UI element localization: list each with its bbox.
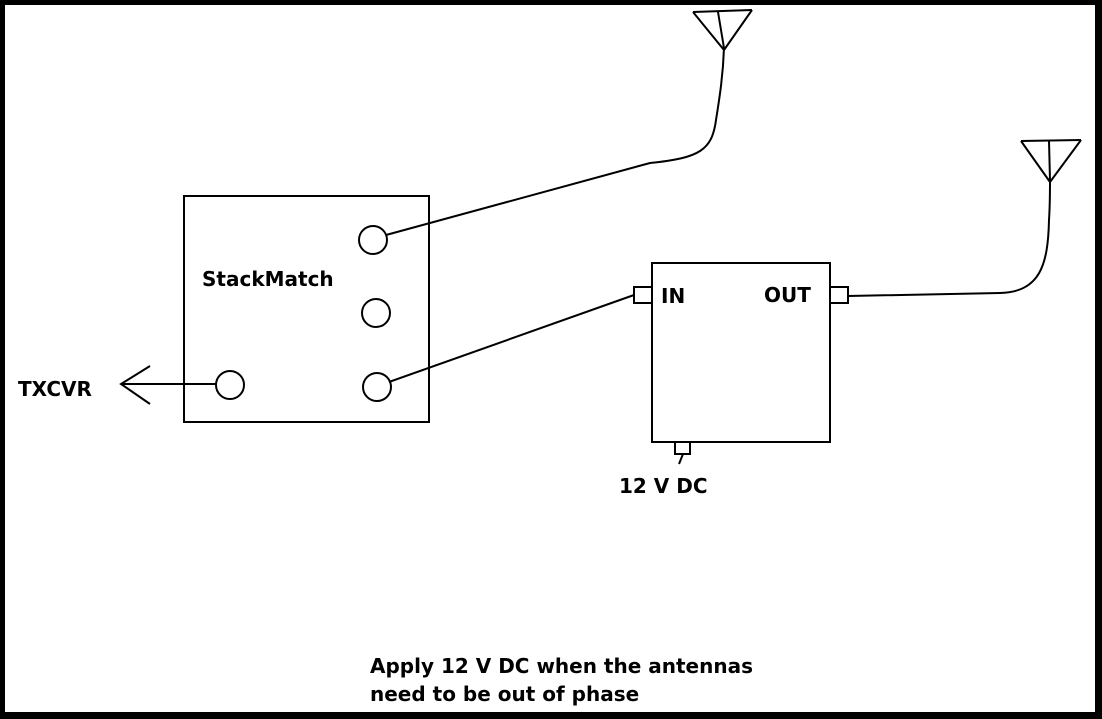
- stackmatch-port-radio: [215, 370, 245, 400]
- antenna-1-icon: [692, 9, 753, 51]
- phase-note-line-1: Apply 12 V DC when the antennas: [370, 654, 753, 678]
- in-connector: [633, 286, 653, 304]
- phasing-box: [651, 262, 831, 443]
- cable-port3-to-in: [388, 294, 635, 383]
- stackmatch-label: StackMatch: [202, 267, 334, 291]
- stackmatch-port-2: [361, 298, 391, 328]
- phase-note: Apply 12 V DC when the antennas need to …: [370, 652, 753, 708]
- cable-port1-to-antenna1: [385, 47, 725, 236]
- txcvr-label: TXCVR: [18, 377, 92, 401]
- in-label: IN: [661, 284, 685, 308]
- out-label: OUT: [764, 283, 811, 307]
- power-label: 12 V DC: [619, 474, 708, 498]
- out-connector: [829, 286, 849, 304]
- stackmatch-port-3: [362, 372, 392, 402]
- paper-background: [5, 5, 1095, 712]
- arrow-left-icon: [119, 365, 151, 405]
- stackmatch-port-1: [358, 225, 388, 255]
- phase-note-line-2: need to be out of phase: [370, 682, 640, 706]
- cable-out-to-antenna2: [847, 179, 1051, 297]
- dc-connector: [674, 441, 691, 455]
- stackmatch-box: [183, 195, 430, 423]
- antenna-2-icon: [1020, 139, 1082, 183]
- dc-lead: [678, 453, 684, 465]
